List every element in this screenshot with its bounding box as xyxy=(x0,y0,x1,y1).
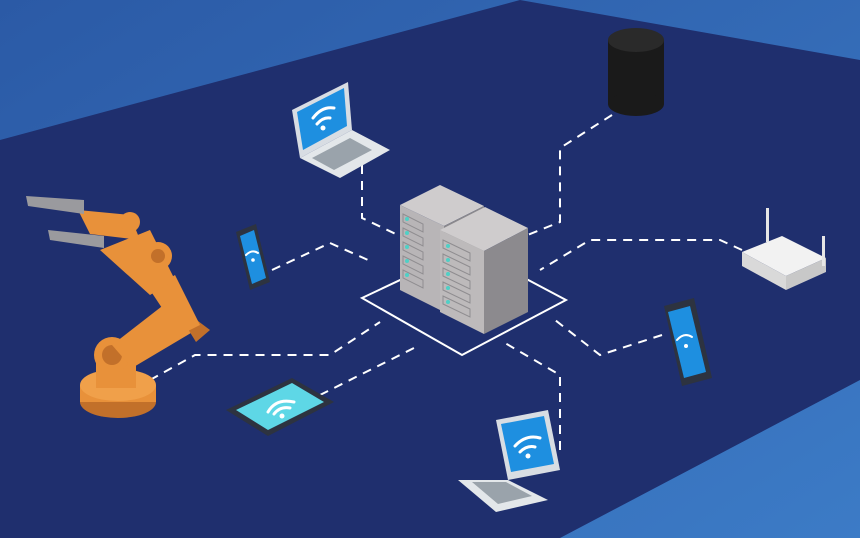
smartphone-wifi-icon xyxy=(236,224,270,290)
connector-laptop-bottom xyxy=(504,342,561,450)
connector-laptop-top xyxy=(361,165,401,237)
laptop-wifi-icon-bottom xyxy=(458,410,560,512)
tablet-wifi-icon xyxy=(664,298,712,386)
industrial-robot-arm-icon xyxy=(26,196,210,418)
connector-speaker xyxy=(519,114,613,239)
smart-speaker-icon xyxy=(608,28,664,116)
connector-tablet-flat xyxy=(319,344,421,396)
connector-robot xyxy=(149,321,381,381)
connector-tablet-right xyxy=(554,319,663,357)
server-rack-icon xyxy=(400,185,528,334)
connectors xyxy=(149,114,743,450)
tablet-flat-wifi-icon xyxy=(226,378,334,436)
wifi-router-icon xyxy=(742,208,826,290)
connector-router xyxy=(539,239,743,271)
connector-phone-left xyxy=(271,241,369,271)
laptop-wifi-icon xyxy=(292,82,390,178)
